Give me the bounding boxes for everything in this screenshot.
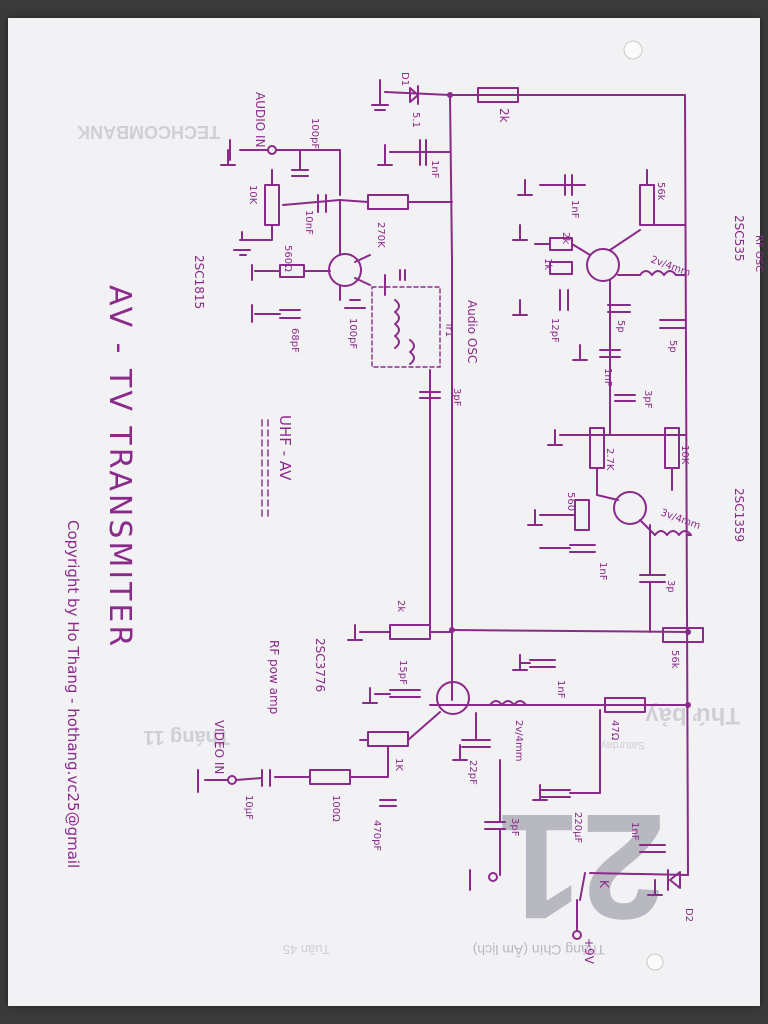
calendar-week: Tuần 45 (283, 942, 330, 957)
c-5p-b-label: 5p (667, 340, 678, 353)
rf-oscillator: 2SC535 RF OSC 56k 1nF 2k 1k 12pF 2v/4mm (534, 169, 764, 436)
r-56k-b-label: 56k (669, 650, 680, 669)
c-100pf-b-label: 100pF (347, 318, 358, 349)
r-2k-b-label: 2k (560, 232, 571, 244)
c-3pf-c-label: 3pF (642, 390, 653, 409)
copyright-text: Copyright by Ho Thang - hothang.vc25@gma… (64, 520, 82, 868)
r-100-label: 100Ω (330, 795, 341, 822)
d2-label: D2 (683, 908, 694, 922)
audio-osc-label: Audio OSC (465, 300, 479, 363)
c-3pf-a-label: 3pF (451, 388, 462, 407)
q-amp-label: 2SC3776 (313, 638, 327, 692)
c-220uf-label: 220µF (572, 812, 583, 843)
audio-jack (267, 145, 277, 155)
tr1-label: Tr1 (443, 321, 454, 337)
c-3pf-out-label: 3pF (509, 818, 520, 837)
subtitle: UHF - AV (276, 415, 294, 481)
r-2k-top-label: 2k (497, 108, 511, 123)
c-1nf-e-label: 1nF (629, 822, 640, 841)
audio-input-section: D1 5.1 1nF 2k AUDIO IN 100pF 10K 10nF (229, 72, 519, 248)
background-print: TECHCOMBANK 21 Thứ bảy Tháng 11 Saturday… (77, 122, 740, 958)
main-title: AV - TV TRANSMITER (102, 285, 137, 649)
d1-label: D1 (399, 72, 410, 86)
r-270k-label: 270K (375, 222, 386, 248)
video-in-label: VIDEO IN (212, 720, 226, 774)
c-1nf-a-label: 1nF (569, 200, 580, 219)
transistor-2sc1359 (613, 491, 647, 525)
bank-watermark: TECHCOMBANK (77, 122, 220, 142)
pot-10k (264, 184, 280, 226)
l-3v4mm-label: 3v/4mm (659, 507, 702, 532)
calendar-month: Tháng 11 (143, 726, 230, 748)
q-audio-label: 2SC1815 (192, 255, 206, 309)
r-56k-a-label: 56k (655, 182, 666, 201)
q-mid-label: 2SC1359 (732, 488, 746, 542)
c-12pf-label: 12pF (549, 318, 560, 343)
rf-power-amp: 2k 56k 2SC3776 RF pow amp 15pF 1nF 47Ω 2… (197, 600, 704, 965)
punch-hole-bottom (646, 953, 664, 971)
paper-sheet (8, 18, 760, 1006)
video-jack (227, 775, 237, 785)
interstage-coupling: 3pF 3pF (419, 388, 653, 631)
transistor-2sc535 (586, 248, 620, 282)
c-5-1-label: 5.1 (410, 112, 421, 128)
calendar-weekday-en: Saturday (600, 739, 645, 751)
c-1nf-d-label: 1nF (555, 680, 566, 699)
audio-oscillator: 2SC1815 560Ω 68pF 100pF Tr1 Audio OSC (192, 199, 479, 401)
c-5p-a-label: 5p (615, 320, 626, 333)
rf-amp-label: RF pow amp (267, 640, 281, 714)
r-1k-b-label: 1K (393, 758, 404, 771)
c-470pf-label: 470pF (371, 820, 382, 851)
c-1nf-c-label: 1nF (597, 562, 608, 581)
transistor-2sc1815 (328, 253, 362, 287)
r-560-b-label: 560 (565, 492, 576, 511)
r-47-label: 47Ω (609, 720, 620, 741)
r-2-7k-label: 2.7K (604, 448, 615, 471)
c-1nf-d1-label: 1nF (429, 160, 440, 179)
r-10k-pot-label: 10K (247, 185, 258, 205)
punch-hole-top (623, 40, 643, 60)
power-rails (429, 92, 691, 876)
switch-label: K (597, 880, 611, 889)
c-15pf-label: 15pF (397, 660, 408, 685)
c-100pf-in-label: 100pF (309, 118, 320, 149)
antenna-output (488, 872, 498, 882)
audio-in-label: AUDIO IN (253, 92, 267, 148)
c-22pf-label: 22pF (467, 760, 478, 785)
c-68pf-label: 68pF (289, 328, 300, 353)
calendar-weekday: Thứ bảy (645, 702, 740, 729)
q-rf-osc-label: 2SC535 (732, 215, 746, 262)
resistor-270k (367, 194, 409, 210)
title-block: AV - TV TRANSMITER UHF - AV Copyright by… (64, 285, 294, 868)
resistor-2k-top (477, 87, 519, 103)
c-1nf-b-label: 1nF (602, 368, 613, 387)
transistor-2sc3776 (436, 681, 470, 715)
r-2k-c-label: 2k (395, 600, 406, 612)
rf-osc-label: RF OSC (753, 235, 764, 272)
c-10nf-in-label: 10nF (303, 210, 314, 235)
r-560-label: 560Ω (282, 245, 293, 272)
calendar-day-number: 21 (498, 783, 665, 951)
power-label: +9V (582, 938, 596, 965)
calendar-lunar: Tháng Chín (Âm lịch) (473, 942, 605, 958)
c-3p-d-label: 3p (665, 580, 676, 593)
c-10uf-label: 10µF (243, 795, 254, 820)
mid-stage: 2SC1359 10K 2.7K 560 1nF 3v/4mm 3p (539, 427, 746, 633)
r-10k-b-label: 10K (679, 445, 690, 465)
r-1k-label: 1k (542, 258, 553, 270)
ground-symbols (220, 149, 663, 896)
l-2v4mm-b-label: 2v/4mm (513, 720, 524, 762)
